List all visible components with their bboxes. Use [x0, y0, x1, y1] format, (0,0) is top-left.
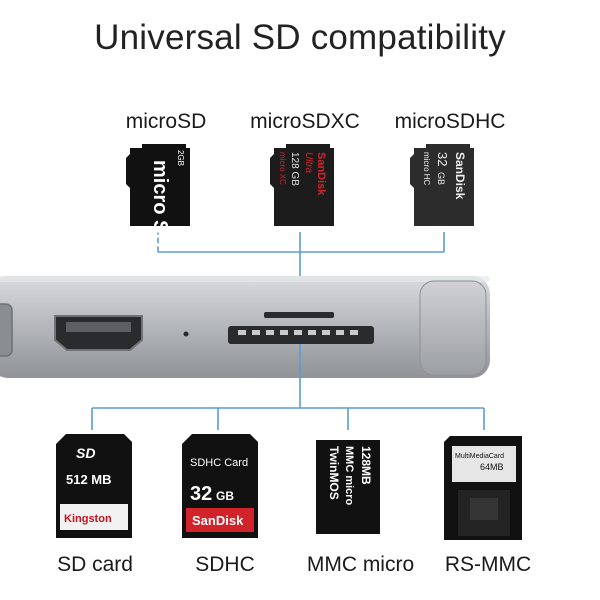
mmc-micro-brand: TwinMOS [327, 446, 341, 500]
microsd-card-icon: 2GB micro SD [126, 144, 190, 248]
sd-slot-icon [228, 326, 374, 344]
microsdxc-size: 128 GB [289, 152, 300, 186]
sd-card-brand: Kingston [64, 513, 112, 525]
label-rs-mmc: RS-MMC [444, 553, 532, 576]
rs-mmc-card-icon: MultiMediaCard 64MB [444, 436, 522, 540]
label-sdhc: SDHC [195, 553, 255, 576]
microsd-capacity: 2GB [176, 150, 185, 166]
microsdxc-line: Ultra [303, 152, 314, 174]
sdhc-card-icon: SDHC Card 32 GB SanDisk [182, 434, 258, 538]
microsdxc-type: micro XC [278, 152, 287, 185]
microsdhc-size: 32 [435, 152, 450, 166]
label-microsd: microSD [125, 110, 207, 133]
label-mmc-micro: MMC micro [306, 553, 415, 576]
microsd-brand: micro SD [149, 160, 171, 248]
sdhc-card-top: SDHC Card [190, 457, 248, 469]
rs-mmc-size: 64MB [480, 462, 504, 472]
mmc-micro-type: MMC micro [343, 446, 355, 506]
usb-hub [0, 276, 490, 378]
microsdxc-card-icon: SanDisk Ultra 128 GB micro XC [270, 144, 334, 226]
led-indicator-icon [183, 331, 189, 337]
sdhc-card-unit: GB [216, 489, 234, 503]
sd-card-icon: SD 512 MB Kingston [56, 434, 132, 538]
microsdhc-type: micro HC [422, 152, 431, 186]
microsdhc-unit: GB [436, 172, 446, 185]
bottom-connector-lines [91, 344, 485, 430]
mmc-micro-card-icon: 128MB MMC micro TwinMOS [316, 440, 380, 534]
label-sd-card: SD card [57, 553, 133, 576]
hdmi-port-icon [54, 315, 143, 351]
label-microsdxc: microSDXC [250, 110, 360, 133]
sd-card-size: 512 MB [66, 472, 112, 487]
sdhc-card-brand: SanDisk [192, 513, 244, 528]
sdhc-card-size: 32 [190, 483, 212, 505]
microsd-slot-icon [264, 312, 334, 318]
rs-mmc-top: MultiMediaCard [455, 453, 504, 460]
page-title: Universal SD compatibility [94, 18, 506, 57]
microsdhc-brand: SanDisk [453, 152, 467, 200]
microsdhc-card-icon: SanDisk 32 GB micro HC [410, 144, 474, 226]
microsdxc-brand: SanDisk [315, 152, 327, 196]
sd-card-logo: SD [76, 445, 95, 461]
mmc-micro-size: 128MB [359, 446, 373, 485]
label-microsdhc: microSDHC [394, 110, 506, 133]
